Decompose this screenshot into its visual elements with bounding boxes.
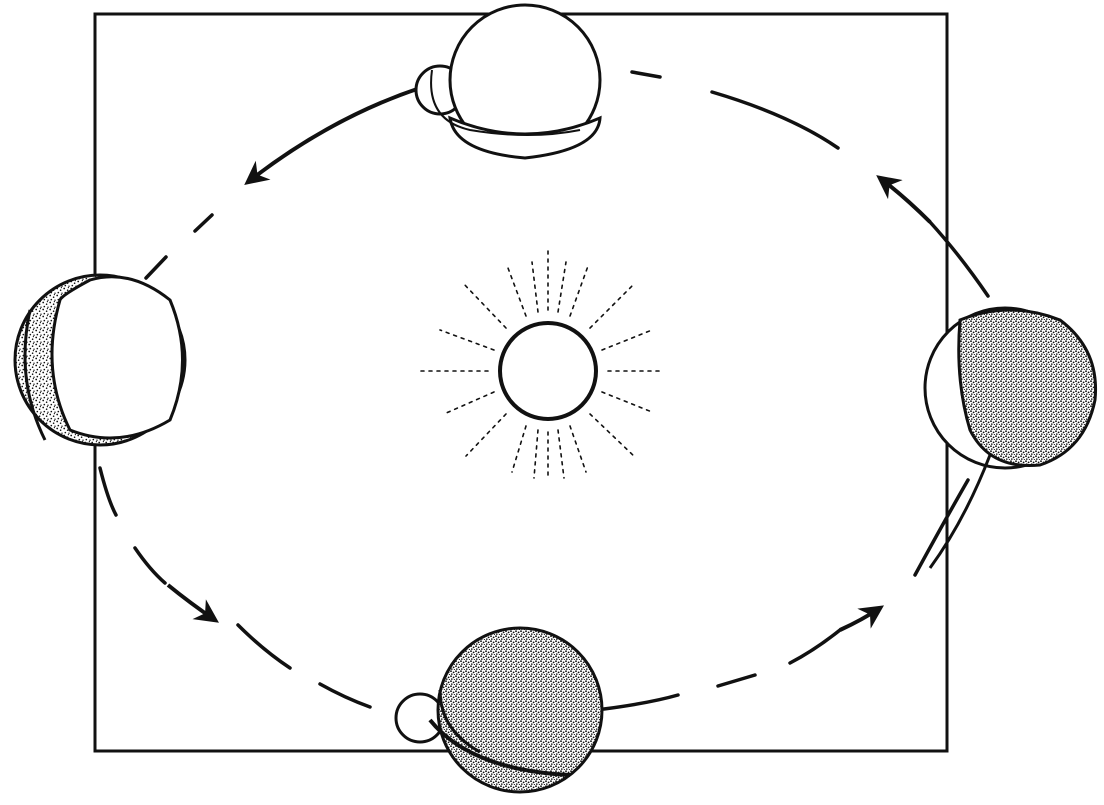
- arrow-bottom-to-right: [840, 608, 880, 630]
- arrow-right-to-top: [880, 178, 930, 222]
- earth-bottom: [396, 628, 602, 792]
- arrow-left-to-bottom: [168, 585, 215, 620]
- sun-icon: [420, 250, 660, 480]
- earth-right: [925, 308, 1096, 568]
- earth-left: [15, 275, 185, 445]
- arrow-top-to-left: [248, 88, 420, 182]
- earth-top: [416, 5, 600, 158]
- earth-right-axis: [930, 455, 990, 568]
